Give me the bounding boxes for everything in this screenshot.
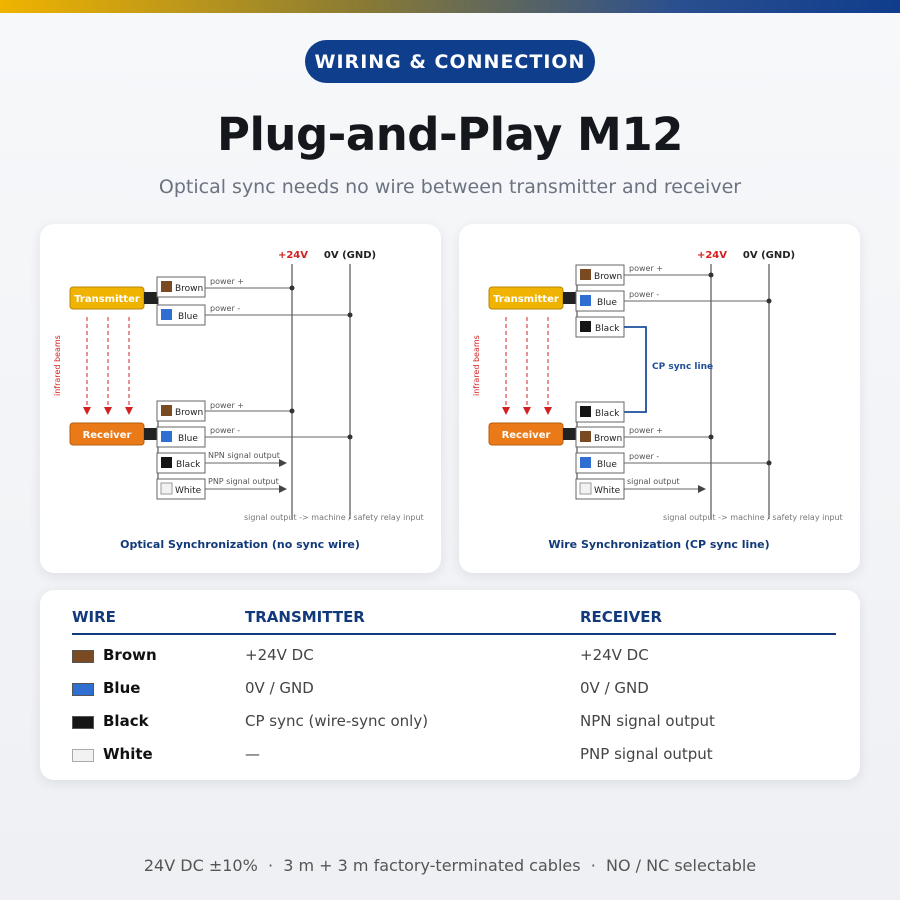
rail-24v-label: +24V (278, 250, 308, 261)
svg-text:Brown: Brown (594, 272, 622, 282)
receiver-label: Receiver (502, 430, 551, 441)
table-row: Brown +24V DC +24V DC (40, 642, 860, 675)
table-header-divider (72, 633, 836, 635)
svg-text:power -: power - (629, 290, 659, 299)
transmitter-label: Transmitter (493, 294, 559, 305)
rail-gnd-label: 0V (GND) (743, 250, 795, 261)
diagram-footnote: signal output -> machine / safety relay … (244, 513, 424, 522)
cp-sync-label: CP sync line (652, 362, 713, 372)
table-row: Black CP sync (wire-sync only) NPN signa… (40, 708, 860, 741)
section-badge: WIRING & CONNECTION (305, 40, 595, 83)
svg-text:White: White (594, 486, 621, 496)
optical-caption: Optical Synchronization (no sync wire) (120, 538, 360, 551)
svg-text:power -: power - (629, 452, 659, 461)
table-row: White — PNP signal output (40, 741, 860, 774)
svg-text:power -: power - (210, 304, 240, 313)
svg-text:Black: Black (595, 409, 620, 419)
svg-text:White: White (175, 486, 202, 496)
transmitter-connector (144, 292, 158, 304)
wire-sync-caption: Wire Synchronization (CP sync line) (548, 538, 769, 551)
diagram-footnote: signal output -> machine / safety relay … (663, 513, 843, 522)
receiver-label: Receiver (83, 430, 132, 441)
optical-sync-diagram-card: +24V 0V (GND) Transmitter Brown Blue pow… (40, 224, 441, 573)
svg-text:power +: power + (210, 277, 244, 286)
wire-sync-diagram: +24V 0V (GND) Transmitter Brown Blue Bla… (472, 250, 843, 551)
top-accent-bar (0, 0, 900, 13)
svg-text:power +: power + (210, 401, 244, 410)
table-header-wire: WIRE (72, 608, 116, 626)
black-swatch (72, 716, 94, 729)
svg-text:NPN signal output: NPN signal output (208, 451, 280, 460)
transmitter-label: Transmitter (74, 294, 140, 305)
table-row: Blue 0V / GND 0V / GND (40, 675, 860, 708)
svg-text:Brown: Brown (175, 284, 203, 294)
svg-text:Blue: Blue (597, 298, 617, 308)
svg-text:Brown: Brown (175, 408, 203, 418)
rail-gnd-label: 0V (GND) (324, 250, 376, 261)
spec-footer: 24V DC ±10% · 3 m + 3 m factory-terminat… (143, 856, 757, 875)
cp-sync-line (624, 326, 647, 413)
receiver-connector (563, 428, 577, 440)
page-title: Plug-and-Play M12 (217, 108, 683, 161)
svg-text:Black: Black (176, 460, 201, 470)
page-subtitle: Optical sync needs no wire between trans… (158, 176, 742, 198)
wire-sync-diagram-card: +24V 0V (GND) Transmitter Brown Blue Bla… (459, 224, 860, 573)
svg-text:PNP signal output: PNP signal output (208, 477, 279, 486)
table-header-transmitter: TRANSMITTER (245, 608, 365, 626)
infrared-label: infrared beams (53, 335, 62, 396)
blue-swatch (72, 683, 94, 696)
infrared-label: infrared beams (472, 335, 481, 396)
transmitter-connector (563, 292, 577, 304)
svg-text:Black: Black (595, 324, 620, 334)
svg-text:power +: power + (629, 264, 663, 273)
optical-sync-diagram: +24V 0V (GND) Transmitter Brown Blue pow… (53, 250, 424, 551)
svg-text:signal output: signal output (627, 477, 680, 486)
svg-text:power +: power + (629, 426, 663, 435)
svg-text:Blue: Blue (597, 460, 617, 470)
svg-text:Blue: Blue (178, 312, 198, 322)
receiver-connector (144, 428, 158, 440)
wire-table-card: WIRE TRANSMITTER RECEIVER Brown +24V DC … (40, 590, 860, 780)
svg-text:Blue: Blue (178, 434, 198, 444)
table-header-receiver: RECEIVER (580, 608, 663, 626)
brown-swatch (72, 650, 94, 663)
svg-text:power -: power - (210, 426, 240, 435)
rail-24v-label: +24V (697, 250, 727, 261)
white-swatch (72, 749, 94, 762)
svg-text:Brown: Brown (594, 434, 622, 444)
